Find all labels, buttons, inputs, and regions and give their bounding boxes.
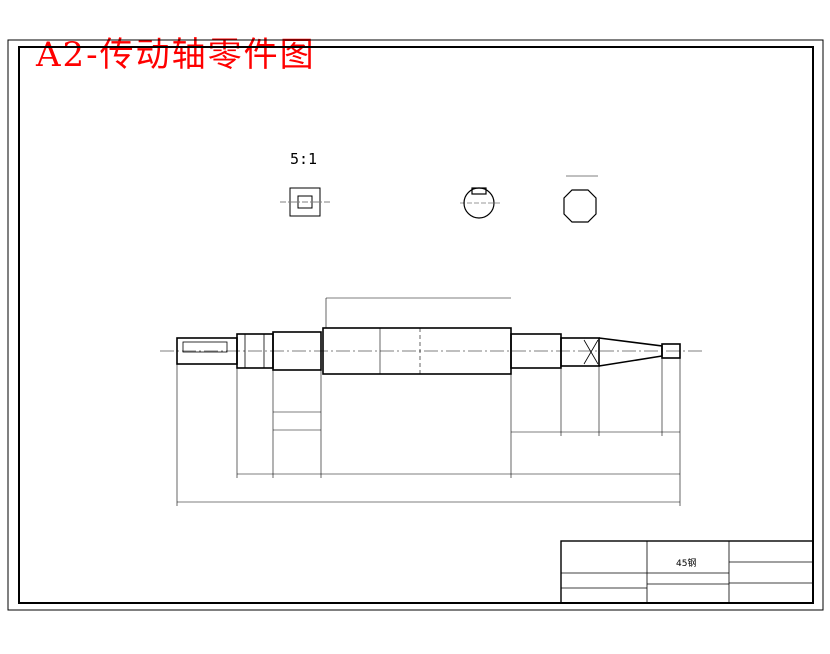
drawing-title: A2-传动轴零件图: [36, 35, 316, 75]
shaft-main-view: [160, 327, 705, 375]
detail-scale-label: 5:1: [290, 150, 318, 168]
dimension-lines: [176, 297, 681, 506]
drawing-frame: [7, 39, 824, 611]
title-block: [560, 540, 814, 604]
section-view: [460, 187, 500, 219]
detail-view: [280, 187, 330, 217]
square-section: [563, 175, 598, 223]
material-label: 45钢: [676, 559, 697, 569]
